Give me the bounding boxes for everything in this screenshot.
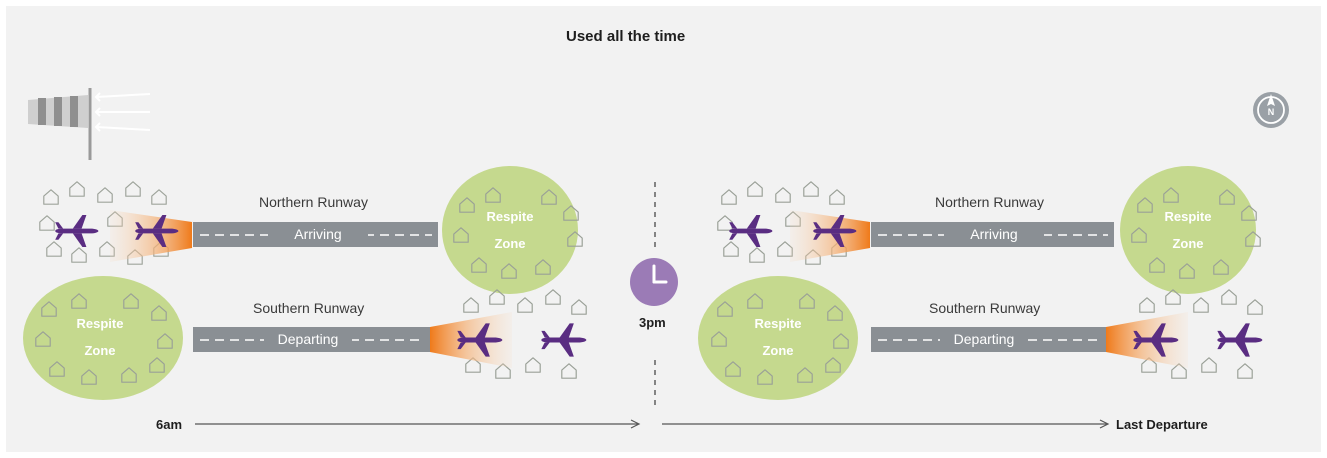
left-respite-zone-top-line2: Zone <box>494 236 526 251</box>
timeline-start-label: 6am <box>156 417 183 432</box>
right-northern-status: Arriving <box>944 226 1044 242</box>
diagram-title: Used all the time <box>566 28 686 45</box>
switch-time-label: 3pm <box>639 315 666 330</box>
left-southern-status: Departing <box>264 331 352 347</box>
left-northern-status: Arriving <box>268 226 368 242</box>
left-northern-runway-label: Northern Runway <box>259 194 368 210</box>
svg-text:N: N <box>1268 107 1275 117</box>
left-respite-zone-bottom-line1: Respite <box>76 316 124 331</box>
timeline-end-label: Last Departure <box>1116 417 1208 432</box>
windsock-icon <box>28 88 151 160</box>
left-scene-graphics <box>23 166 587 400</box>
left-respite-zone-top-line1: Respite <box>486 209 534 224</box>
right-respite-zone-top-line1: Respite <box>1164 209 1212 224</box>
left-southern-runway-label: Southern Runway <box>253 300 365 316</box>
right-southern-runway-label: Southern Runway <box>929 300 1041 316</box>
timeline-arrows <box>195 419 1110 429</box>
right-respite-zone-bottom-line1: Respite <box>754 316 802 331</box>
left-respite-zone-bottom-line2: Zone <box>84 343 116 358</box>
right-southern-status: Departing <box>940 331 1028 347</box>
right-northern-runway-label: Northern Runway <box>935 194 1044 210</box>
clock-icon <box>630 258 678 306</box>
right-respite-zone-top-line2: Zone <box>1172 236 1204 251</box>
compass-icon: N <box>1253 92 1289 128</box>
right-respite-zone-bottom-line2: Zone <box>762 343 794 358</box>
